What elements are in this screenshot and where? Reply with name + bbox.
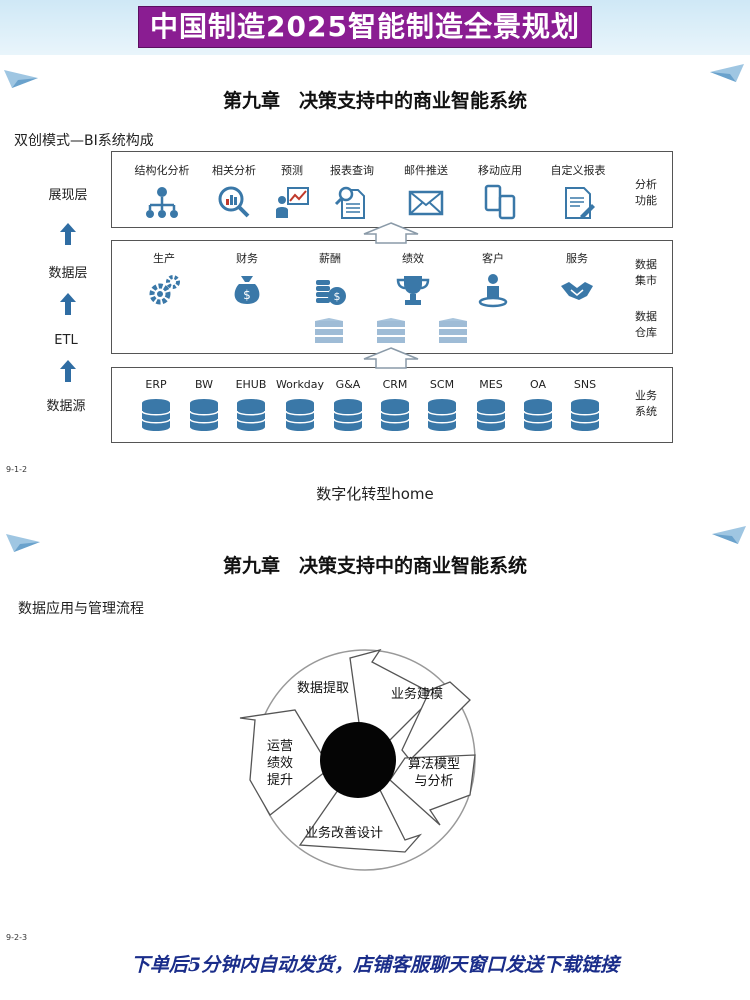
hierarchy-icon: [146, 187, 178, 218]
svg-text:$: $: [243, 288, 251, 302]
hollow-up-arrow-icon: [363, 347, 419, 369]
cycle-step-algorithm: 算法模型与分析: [407, 757, 460, 789]
caption: 数字化转型home: [316, 485, 434, 503]
paper-plane-icon: [4, 70, 38, 88]
slide-subtitle: 数据应用与管理流程: [18, 601, 144, 617]
source-workday: Workday: [272, 378, 328, 435]
side-label-business: 业务系统: [635, 389, 657, 418]
layer-label-source: 数据源: [46, 399, 86, 414]
up-arrow-icon: [60, 293, 76, 315]
function-forecast: 预测: [252, 162, 332, 224]
cycle-step-modeling: 业务建模: [390, 687, 443, 702]
chapter-title: 第九章 决策支持中的商业智能系统: [222, 555, 527, 577]
trophy-icon: [396, 276, 430, 305]
database-icon: [427, 399, 457, 431]
slide-subtitle: 双创模式—BI系统构成: [14, 133, 154, 149]
handshake-icon: [561, 282, 593, 300]
source-sns: SNS: [557, 378, 613, 435]
mart-performance: 绩效: [373, 250, 453, 312]
side-label-mart: 数据集市: [635, 258, 657, 287]
source-bw: BW: [176, 378, 232, 435]
function-custom-report: 自定义报表: [538, 162, 618, 224]
function-email-push: 邮件推送: [386, 162, 466, 224]
paper-plane-icon: [712, 526, 746, 544]
source-scm: SCM: [414, 378, 470, 435]
process-cycle-diagram: [239, 648, 476, 871]
paper-plane-icon: [6, 534, 40, 552]
presenter-chart-icon: [276, 187, 309, 218]
cycle-step-improve: 业务改善设计: [304, 826, 383, 841]
footer-notice: 下单后5分钟内自动发货，店铺客服聊天窗口发送下载链接: [130, 954, 620, 976]
function-structured-analysis: 结构化分析: [122, 162, 202, 224]
magnifier-chart-icon: [218, 186, 250, 218]
layer-label-data: 数据层: [48, 266, 88, 281]
mart-customer: 客户: [453, 250, 533, 312]
chapter-title: 第九章 决策支持中的商业智能系统: [222, 90, 527, 112]
mart-service: 服务: [537, 250, 617, 312]
hollow-up-arrow-icon: [363, 222, 419, 244]
side-label-warehouse: 数据仓库: [635, 310, 657, 339]
source-ehub: EHUB: [223, 378, 279, 435]
layer-label-presentation: 展现层: [48, 188, 88, 203]
database-icon: [523, 399, 553, 431]
function-correlation-analysis: 相关分析: [194, 162, 274, 224]
database-icon: [189, 399, 219, 431]
source-ga: G&A: [320, 378, 376, 435]
source-mes: MES: [463, 378, 519, 435]
person-icon: [478, 274, 508, 308]
database-icon: [141, 399, 171, 431]
source-erp: ERP: [128, 378, 184, 435]
cycle-step-extract: 数据提取: [296, 681, 349, 696]
gears-icon: [149, 275, 180, 305]
slide-number: 9-1-2: [6, 465, 28, 474]
mart-finance: 财务 $: [207, 250, 287, 312]
warehouse-stack-icon: [439, 318, 467, 343]
paper-plane-icon: [710, 64, 744, 82]
function-mobile-app: 移动应用: [460, 162, 540, 224]
source-oa: OA: [510, 378, 566, 435]
database-icon: [570, 399, 600, 431]
source-crm: CRM: [367, 378, 423, 435]
envelope-icon: [408, 190, 444, 216]
money-bag-icon: $: [234, 276, 260, 304]
database-icon: [476, 399, 506, 431]
mart-production: 生产: [124, 250, 204, 312]
function-report-query: 报表查询: [312, 162, 392, 224]
cycle-step-operation: 运营绩效提升: [266, 739, 293, 788]
slide-number: 9-2-3: [6, 933, 28, 942]
up-arrow-icon: [60, 223, 76, 245]
report-edit-icon: [565, 187, 595, 219]
side-label-analysis: 分析功能: [635, 178, 657, 207]
warehouse-stack-icon: [377, 318, 405, 343]
mobile-devices-icon: [484, 184, 516, 220]
coins-icon: $: [316, 280, 346, 305]
up-arrow-icon: [60, 360, 76, 382]
database-icon: [380, 399, 410, 431]
warehouse-stack-icon: [315, 318, 343, 343]
database-icon: [285, 399, 315, 431]
svg-text:$: $: [334, 290, 341, 303]
mart-salary: 薪酬 $: [290, 250, 370, 312]
document-search-icon: [334, 186, 365, 219]
database-icon: [333, 399, 363, 431]
layer-label-etl: ETL: [54, 333, 78, 348]
database-icon: [236, 399, 266, 431]
banner-title: 中国制造2025智能制造全景规划: [138, 6, 592, 48]
